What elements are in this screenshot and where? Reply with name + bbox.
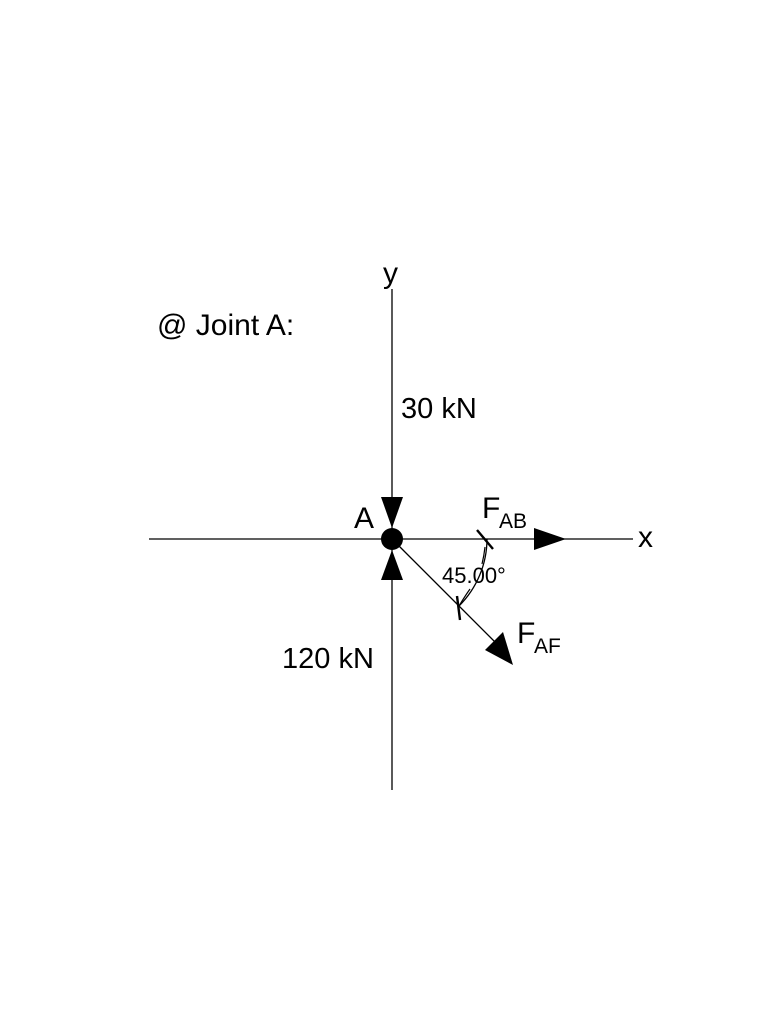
angle-arc-leader-lower [458, 588, 471, 607]
joint-label: A [354, 502, 374, 535]
member-ab-tick [476, 529, 494, 550]
member-ab-label-main: F [482, 492, 500, 525]
member-af-label-sub: AF [534, 635, 561, 658]
member-af-arrow-head [485, 632, 513, 665]
angle-label: 45.00° [442, 563, 506, 588]
member-af-line [391, 538, 497, 644]
member-ab-arrow-head [534, 528, 566, 550]
y-axis-label: y [383, 257, 398, 290]
load-arrow-down-head [381, 497, 403, 528]
load-label-top: 30 kN [401, 393, 477, 425]
angle-arc-leader [481, 546, 486, 565]
member-af-label-main: F [517, 617, 535, 650]
diagram-title: @ Joint A: [157, 309, 294, 342]
angle-arc [458, 538, 488, 607]
load-label-bottom: 120 kN [282, 643, 374, 675]
member-ab-label-sub: AB [499, 510, 527, 533]
x-axis-label: x [638, 521, 653, 554]
member-af-tick [455, 595, 462, 621]
load-arrow-up-head [381, 550, 403, 580]
